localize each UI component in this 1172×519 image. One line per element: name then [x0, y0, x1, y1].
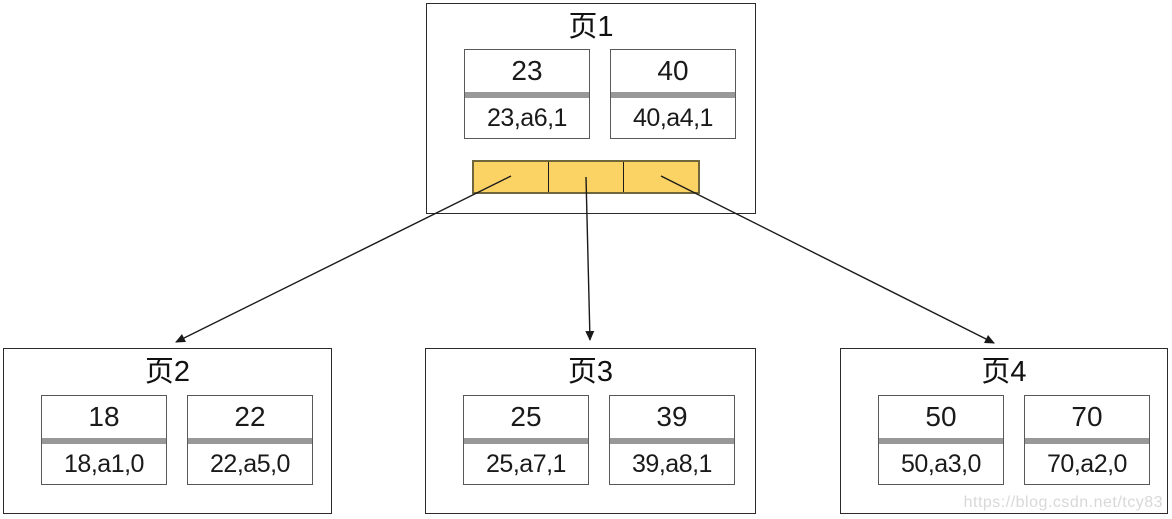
page-title-1: 页1	[568, 11, 614, 43]
record-key: 18	[88, 401, 120, 432]
record-key: 39	[656, 401, 688, 432]
record-key: 70	[1071, 401, 1103, 432]
record-separator	[611, 92, 735, 98]
record-value: 39,a8,1	[632, 450, 712, 478]
record-key: 50	[925, 401, 957, 432]
record-cell: 22 22,a5,0	[187, 395, 313, 485]
pointer-slot-3	[623, 162, 698, 192]
page-box-4: 页4 50 50,a3,0 70 70,a2,0	[840, 348, 1168, 514]
record-value: 18,a1,0	[64, 450, 144, 478]
page-title-4: 页4	[981, 356, 1027, 388]
record-separator	[42, 438, 166, 444]
record-key: 23	[511, 55, 543, 86]
pointer-slot-1	[474, 162, 548, 192]
record-key: 25	[510, 401, 542, 432]
record-separator	[1025, 438, 1149, 444]
record-cell: 18 18,a1,0	[41, 395, 167, 485]
record-row-4: 50 50,a3,0 70 70,a2,0	[878, 395, 1150, 485]
record-value: 40,a4,1	[633, 104, 713, 132]
pointer-bar	[472, 160, 700, 194]
record-separator	[610, 438, 734, 444]
page-box-3: 页3 25 25,a7,1 39 39,a8,1	[425, 348, 756, 514]
record-key: 40	[657, 55, 689, 86]
record-value: 50,a3,0	[901, 450, 981, 478]
record-value: 23,a6,1	[487, 104, 567, 132]
record-separator	[879, 438, 1003, 444]
page-box-1: 页1 23 23,a6,1 40 40,a4,1	[426, 3, 756, 214]
record-key: 22	[234, 401, 266, 432]
record-cell: 25 25,a7,1	[463, 395, 589, 485]
pointer-slot-2	[548, 162, 623, 192]
record-separator	[464, 438, 588, 444]
record-row-1: 23 23,a6,1 40 40,a4,1	[464, 49, 736, 139]
page-title-3: 页3	[567, 356, 614, 388]
record-cell: 50 50,a3,0	[878, 395, 1004, 485]
page-box-2: 页2 18 18,a1,0 22 22,a5,0	[3, 348, 332, 514]
page-title-2: 页2	[144, 356, 191, 388]
record-value: 22,a5,0	[210, 450, 290, 478]
record-cell: 40 40,a4,1	[610, 49, 736, 139]
record-separator	[188, 438, 312, 444]
record-row-2: 18 18,a1,0 22 22,a5,0	[41, 395, 313, 485]
record-separator	[465, 92, 589, 98]
record-cell: 39 39,a8,1	[609, 395, 735, 485]
record-value: 25,a7,1	[486, 450, 566, 478]
record-row-3: 25 25,a7,1 39 39,a8,1	[463, 395, 735, 485]
record-cell: 70 70,a2,0	[1024, 395, 1150, 485]
record-value: 70,a2,0	[1047, 450, 1127, 478]
watermark: https://blog.csdn.net/tcy83	[963, 494, 1163, 511]
record-cell: 23 23,a6,1	[464, 49, 590, 139]
